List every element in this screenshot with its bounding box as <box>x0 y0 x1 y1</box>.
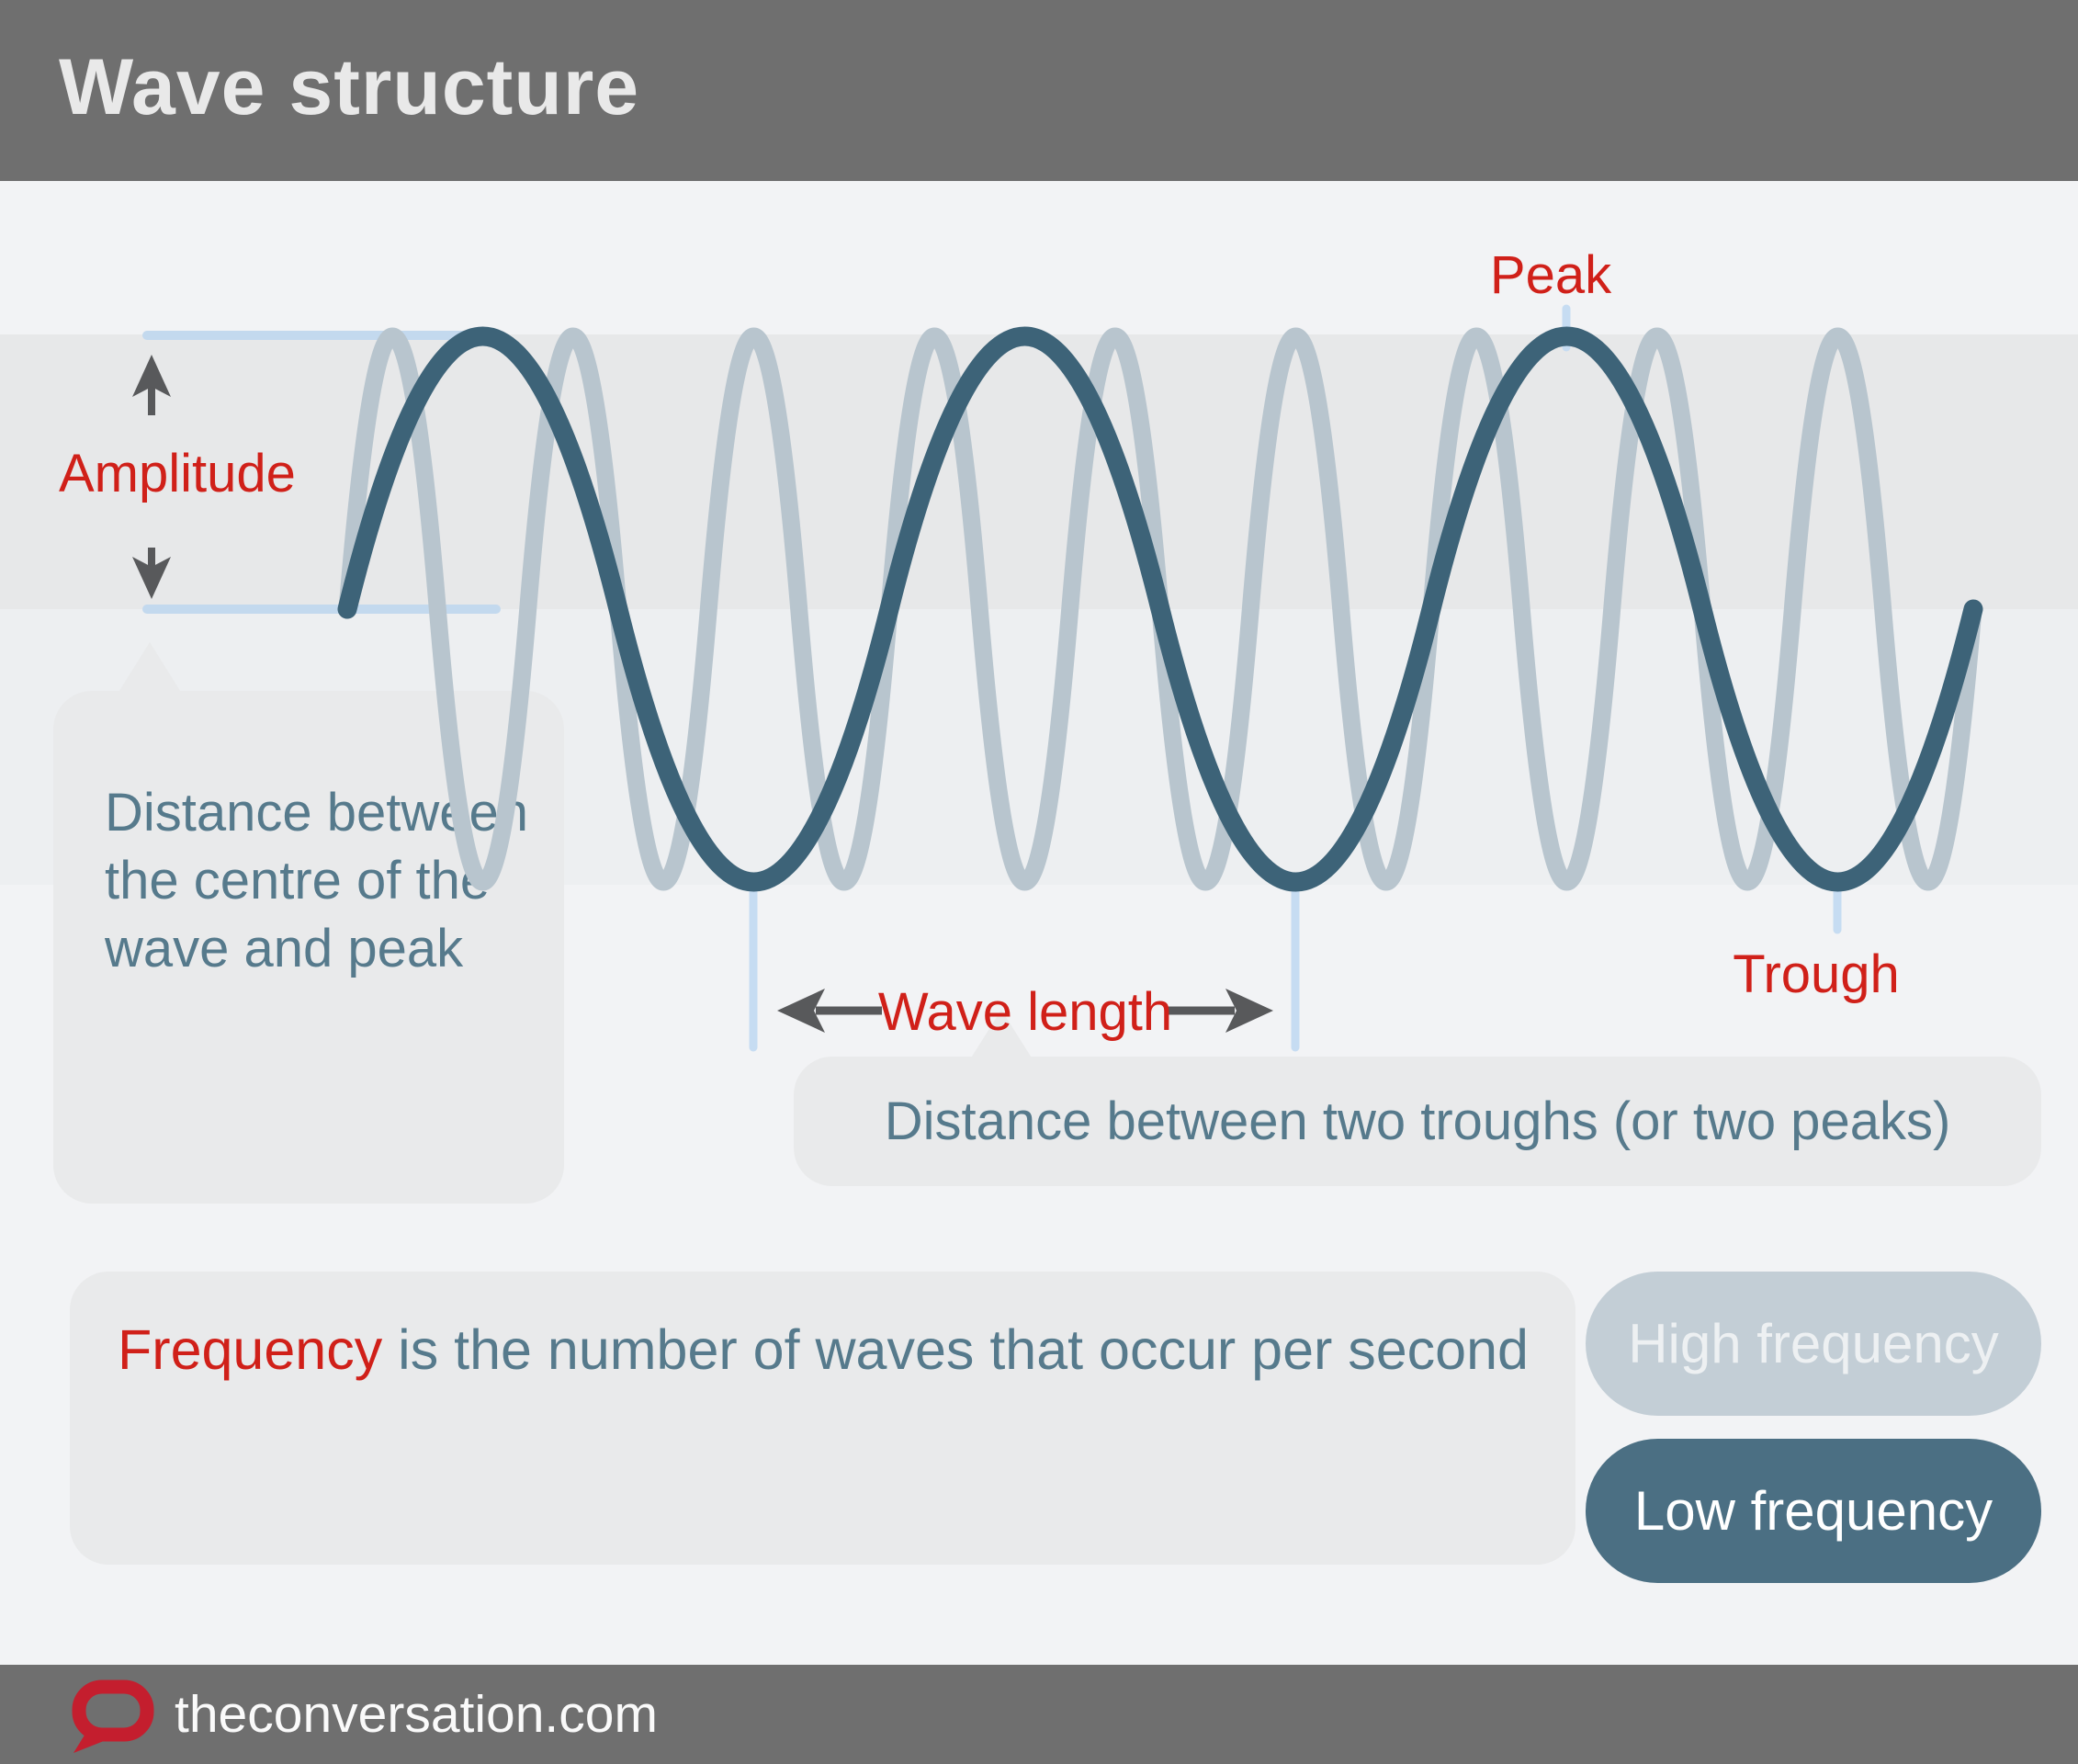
wavelength-callout-text: Distance between two troughs (or two pea… <box>884 1091 1951 1151</box>
frequency-definition: is the number of waves that occur per se… <box>382 1318 1529 1381</box>
page-title: Wave structure <box>59 43 640 131</box>
frequency-callout: Frequency is the number of waves that oc… <box>70 1272 1575 1565</box>
amplitude-down-arrow-head <box>132 557 171 599</box>
site-link[interactable]: theconversation.com <box>175 1685 658 1744</box>
trough-label: Trough <box>1733 944 1900 1004</box>
frequency-term: Frequency <box>118 1318 383 1381</box>
peak-label: Peak <box>1489 245 1612 305</box>
low-frequency-button[interactable]: Low frequency <box>1586 1439 2041 1583</box>
wavelength-right-arrow-head <box>1225 989 1273 1033</box>
wavelength-left-arrow-head <box>777 989 825 1033</box>
logo-bubble-tail <box>73 1729 108 1753</box>
high-frequency-button[interactable]: High frequency <box>1586 1272 2041 1416</box>
the-conversation-logo-icon <box>72 1679 154 1753</box>
wavelength-label: Wave length <box>877 982 1173 1042</box>
frequency-callout-text: Frequency is the number of waves that oc… <box>70 1272 1575 1382</box>
amplitude-callout: Distance between the centre of the wave … <box>53 691 564 1204</box>
wavelength-arrows <box>777 989 1273 1033</box>
amplitude-label: Amplitude <box>59 444 296 503</box>
amplitude-up-arrow-head <box>132 355 171 397</box>
wavelength-callout: Distance between two troughs (or two pea… <box>794 1057 2041 1186</box>
low-frequency-wave <box>337 326 1983 892</box>
wavelength-callout-pointer <box>970 1010 1033 1059</box>
header-bar: Wave structure <box>0 0 2078 181</box>
amplitude-callout-pointer <box>118 642 182 694</box>
footer-bar: theconversation.com <box>0 1665 2078 1764</box>
logo-bubble-ring <box>72 1679 154 1742</box>
amplitude-arrows <box>132 355 171 599</box>
